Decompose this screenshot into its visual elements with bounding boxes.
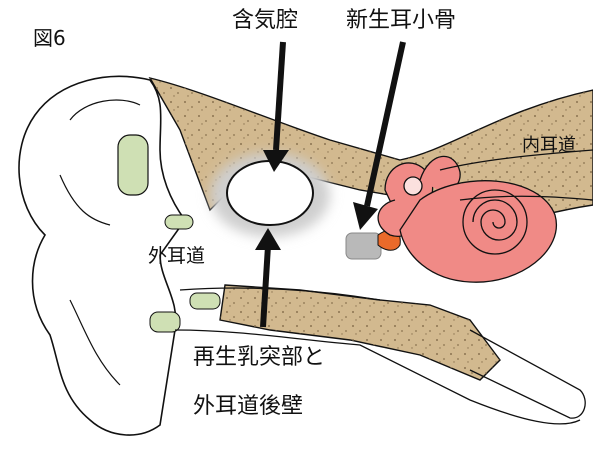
new-ossicle (346, 233, 381, 259)
label-external-canal: 外耳道 (148, 247, 205, 266)
air-cavity (227, 161, 313, 225)
cartilage-small (165, 215, 193, 229)
figure-number: 図6 (33, 28, 66, 48)
label-inner-ear-canal: 内耳道 (522, 137, 576, 155)
cartilage-upper (118, 135, 148, 195)
label-new-ossicle: 新生耳小骨 (346, 10, 456, 32)
label-air-cavity: 含気腔 (232, 10, 298, 32)
cartilage-lower2 (190, 293, 220, 309)
label-posterior-canal-wall: 外耳道後壁 (193, 396, 303, 418)
cartilage-lower (150, 312, 180, 332)
label-regenerated-mastoid: 再生乳突部と (193, 347, 325, 369)
